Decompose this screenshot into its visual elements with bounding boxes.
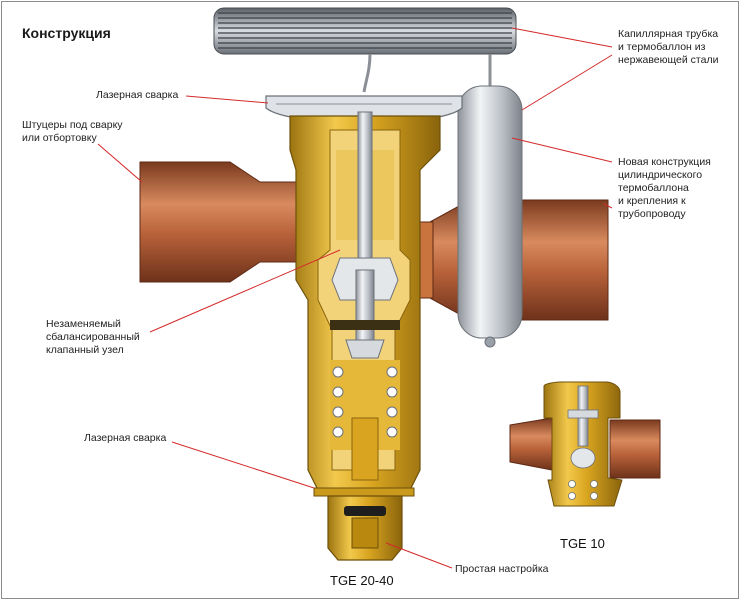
valve-pushrod bbox=[330, 111, 400, 359]
capillary-coil bbox=[213, 7, 517, 93]
valve-spring bbox=[330, 360, 400, 481]
model-label-small: TGE 10 bbox=[560, 536, 605, 551]
label-fittings: Штуцеры под сварку или отбортовку bbox=[22, 119, 123, 144]
diagram-title: Конструкция bbox=[22, 25, 111, 41]
adjustment-nut bbox=[313, 487, 415, 561]
model-label-main: TGE 20-40 bbox=[330, 573, 394, 588]
label-capillary: Капиллярная трубка и термобаллон из нерж… bbox=[618, 28, 719, 66]
leader-capillary-a bbox=[511, 27, 613, 48]
leader-adjustment bbox=[385, 542, 453, 569]
leader-lines bbox=[97, 27, 613, 569]
small-valve-tge10 bbox=[509, 381, 661, 507]
label-laser-weld-top: Лазерная сварка bbox=[96, 89, 179, 101]
label-adjustment: Простая настройка bbox=[455, 563, 549, 575]
label-valve-assembly: Незаменяемый сбалансированный клапанный … bbox=[46, 318, 140, 356]
leader-laser-weld-bottom bbox=[171, 441, 315, 489]
leader-laser-weld-top bbox=[185, 95, 269, 104]
leader-fittings bbox=[97, 143, 143, 183]
leader-valve-assembly bbox=[149, 249, 341, 333]
leader-new-design-b bbox=[603, 203, 613, 209]
label-new-design: Новая конструкция цилиндрического термоб… bbox=[618, 156, 711, 220]
leader-capillary-b bbox=[521, 54, 613, 111]
sensing-bulb bbox=[457, 85, 523, 348]
label-laser-weld-bottom: Лазерная сварка bbox=[84, 432, 167, 444]
leader-new-design-a bbox=[511, 137, 613, 163]
